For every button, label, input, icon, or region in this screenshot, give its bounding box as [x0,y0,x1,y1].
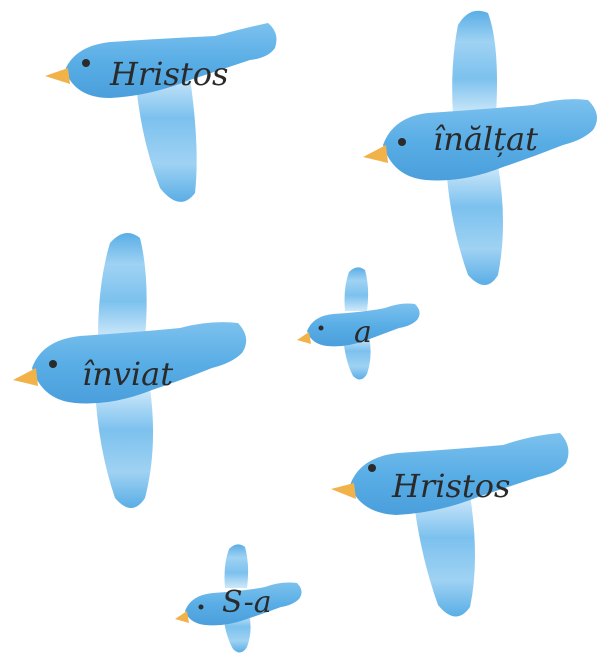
bird-eye [368,464,376,472]
bird-body [307,303,420,347]
bird-wing-up [98,233,147,338]
bird-eye [198,604,204,610]
bird-inviat [10,228,260,518]
bird-illustration [331,433,569,617]
bird-hristos-top [40,18,290,218]
bird-body [65,23,277,98]
bird-wing-up [344,267,369,311]
word-hristos-2: Hristos [392,467,511,505]
bird-body [350,433,569,515]
bird-body [383,99,597,181]
bird-wing-up [224,544,249,588]
bird-illustration [363,10,597,285]
bird-wing-up [452,10,497,115]
word-s-a: S-a [222,585,272,620]
bird-hristos-bottom [328,425,588,630]
word-inviat: înviat [82,355,174,393]
bird-illustration [45,23,277,202]
word-hristos-1: Hristos [110,55,229,93]
bird-body [32,322,247,404]
bird-illustration [175,544,302,653]
beak [363,145,388,163]
bird-s-a [173,543,308,653]
bird-illustration [13,233,247,508]
beak [297,332,311,344]
bird-inaltat [358,5,608,295]
bird-wing-down [446,165,503,285]
bird-wing-down [343,336,371,380]
beak [331,483,356,499]
bird-eye [318,325,324,331]
bird-eye [82,59,90,67]
bird-illustration [297,267,420,380]
beak [45,68,70,84]
word-a: a [354,315,372,350]
bird-body [185,582,302,626]
bird-wing-down [135,73,197,202]
word-inaltat: înălțat [433,120,538,158]
beak [13,368,38,386]
bird-eye [49,360,57,368]
bird-wing-down [95,388,154,508]
bird-a [295,266,425,381]
bird-eye [398,138,406,146]
bird-wing-down [413,495,475,617]
beak [175,611,189,623]
